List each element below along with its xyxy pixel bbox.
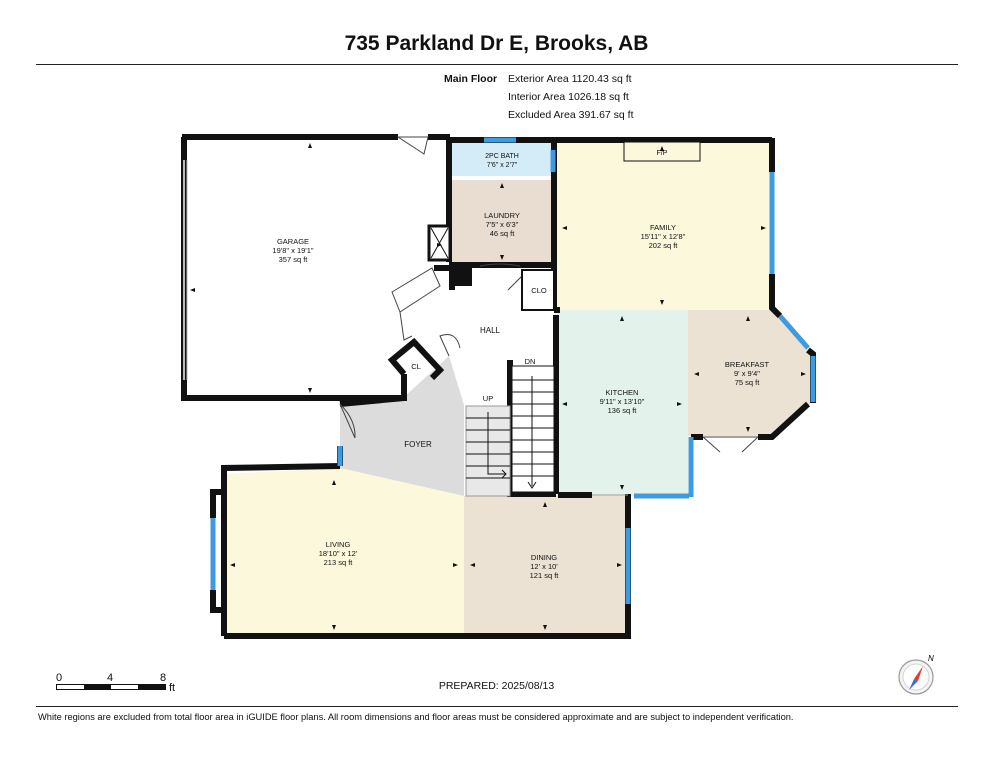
laundry-area: 46 sq ft xyxy=(490,229,516,238)
window-bay-1 xyxy=(778,314,810,350)
scale-graphic xyxy=(56,684,166,690)
laundry-door xyxy=(479,263,521,267)
fireplace-label: F/P xyxy=(657,150,668,157)
breakfast-name: BREAKFAST xyxy=(725,360,770,369)
garage-area: 357 sq ft xyxy=(279,255,309,264)
cl-name: CL xyxy=(411,362,421,371)
scale-unit: ft xyxy=(169,682,176,694)
living-dims: 18'10" x 12' xyxy=(319,549,358,558)
exterior-area: Exterior Area 1120.43 sq ft xyxy=(508,73,632,85)
room-labels: GARAGE 19'8" x 19'1" 357 sq ft 2PC BATH … xyxy=(272,150,769,580)
stairs-down-label: DN xyxy=(525,357,536,366)
hall-name: HALL xyxy=(480,326,501,335)
laundry-fill xyxy=(452,180,552,265)
compass-north: N xyxy=(928,654,934,663)
front-door xyxy=(339,403,356,439)
foyer-left-wall-upper xyxy=(339,395,405,407)
dining-dims: 12' x 10' xyxy=(530,562,558,571)
foyer-swing xyxy=(439,334,461,357)
title-divider xyxy=(36,64,958,65)
dining-area: 121 sq ft xyxy=(530,571,560,580)
disclaimer: White regions are excluded from total fl… xyxy=(38,712,794,722)
living-wall xyxy=(221,463,341,636)
bay-bottom xyxy=(758,401,811,440)
garage-interior-door xyxy=(399,311,413,341)
garage-wall xyxy=(181,137,407,401)
interior-area: Interior Area 1026.18 sq ft xyxy=(508,91,629,103)
footer-divider xyxy=(36,706,958,707)
family-area: 202 sq ft xyxy=(649,241,679,250)
kitchen-dims: 9'11" x 13'10" xyxy=(600,397,645,406)
living-area: 213 sq ft xyxy=(324,558,354,567)
chimney-block xyxy=(452,266,472,286)
cl-wall xyxy=(387,337,445,381)
family-right-wall-lower xyxy=(769,274,783,319)
compass-icon: N xyxy=(898,654,934,695)
room-fills xyxy=(224,142,810,634)
stairs-up xyxy=(465,405,511,497)
bath-fill xyxy=(450,143,554,176)
bath-dims: 7'6" x 2'7" xyxy=(487,162,518,169)
closet-box xyxy=(521,269,555,311)
family-fill xyxy=(556,142,771,310)
living-bay xyxy=(210,489,224,613)
scale-tick-0: 0 xyxy=(56,672,63,684)
family-name: FAMILY xyxy=(650,223,676,232)
kitchen-area: 136 sq ft xyxy=(608,406,638,415)
windows xyxy=(210,137,816,604)
excluded-area: Excluded Area 391.67 sq ft xyxy=(508,109,634,121)
laundry-name: LAUNDRY xyxy=(484,211,520,220)
garage-dims: 19'8" x 19'1" xyxy=(272,246,313,255)
kitchen-fill xyxy=(555,310,688,496)
foyer-name: FOYER xyxy=(404,440,432,449)
dining-name: DINING xyxy=(531,553,557,562)
scale-tick-8: 8 xyxy=(160,672,167,684)
dining-fill xyxy=(464,496,626,634)
family-dims: 15'11" x 12'8" xyxy=(641,232,686,241)
laundry-dims: 7'5" x 6'3" xyxy=(486,220,519,229)
floor-label: Main Floor xyxy=(444,73,498,85)
breakfast-dims: 9' x 9'4" xyxy=(734,369,760,378)
breakfast-area: 75 sq ft xyxy=(735,378,761,387)
scale-tick-4: 4 xyxy=(107,672,114,684)
bath-name: 2PC BATH xyxy=(485,153,519,160)
stairs-down xyxy=(511,365,555,493)
living-name: LIVING xyxy=(326,540,351,549)
foyer-fill xyxy=(340,356,464,496)
garage-name: GARAGE xyxy=(277,237,309,246)
prepared-date: PREPARED: 2025/08/13 xyxy=(438,680,555,692)
page-title: 735 Parkland Dr E, Brooks, AB xyxy=(344,32,649,55)
living-fill xyxy=(224,468,464,634)
closet-name: CLO xyxy=(531,286,547,295)
garage-exterior-door xyxy=(396,136,429,155)
fireplace xyxy=(623,141,701,162)
stairs-up-label: UP xyxy=(483,394,493,403)
dimension-markers xyxy=(190,143,806,630)
breakfast-door xyxy=(702,436,759,453)
garage-stair-door xyxy=(391,267,441,313)
kitchen-name: KITCHEN xyxy=(606,388,639,397)
breakfast-fill xyxy=(688,310,810,436)
